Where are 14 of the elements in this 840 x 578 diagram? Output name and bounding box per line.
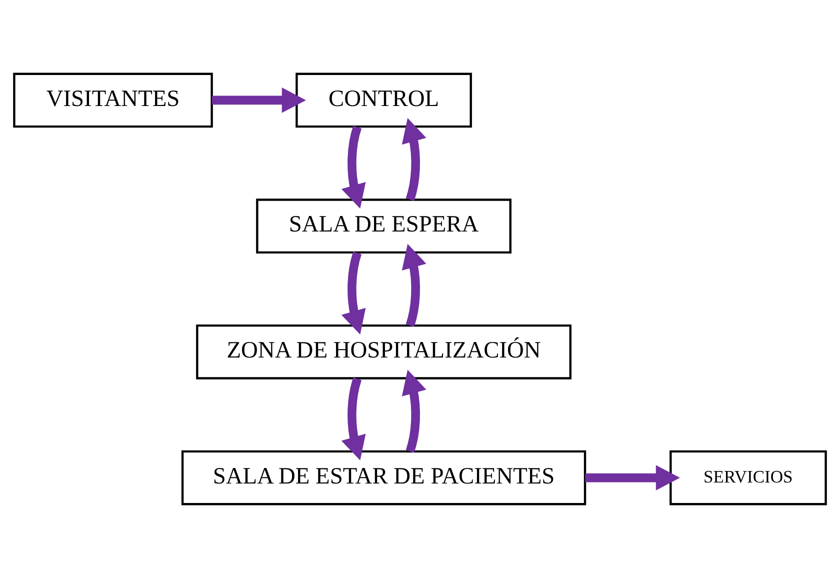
- node-box: SALA DE ESTAR DE PACIENTES: [181, 450, 586, 506]
- arrow: [402, 244, 426, 327]
- node-box: SERVICIOS: [670, 450, 827, 506]
- arrow: [341, 252, 366, 335]
- arrow: [402, 370, 426, 453]
- arrow: [402, 118, 426, 201]
- node-box: VISITANTES: [13, 72, 213, 128]
- arrow: [341, 378, 366, 460]
- node-box: ZONA DE HOSPITALIZACIÓN: [196, 324, 572, 380]
- node-box: CONTROL: [296, 72, 472, 128]
- arrow: [341, 126, 366, 209]
- arrow: [585, 465, 680, 490]
- node-box: SALA DE ESPERA: [256, 198, 512, 254]
- arrow: [212, 88, 306, 113]
